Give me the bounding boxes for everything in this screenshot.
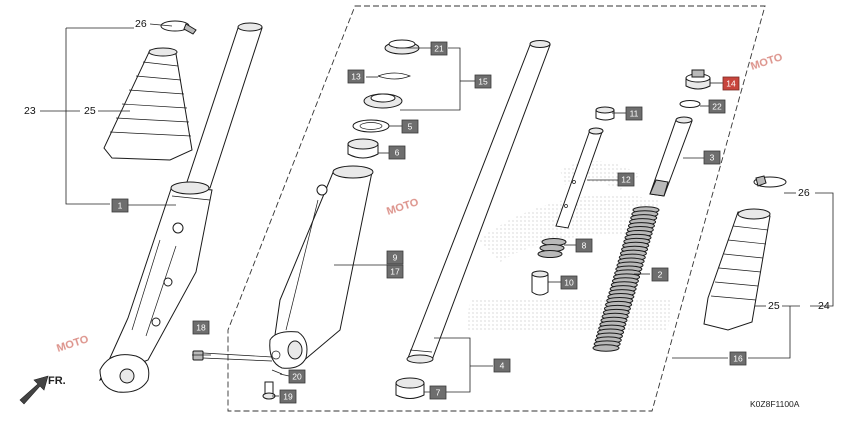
watermark-text-2: MOTO: [385, 196, 420, 218]
callout-18-label: 18: [196, 323, 206, 333]
fork-slider-part-9-17: [269, 165, 374, 369]
tube-bushing-part-7: [395, 377, 425, 399]
callout-19-label: 19: [283, 392, 293, 402]
callout-20-label: 20: [292, 372, 302, 382]
callout-16-label: 16: [733, 354, 743, 364]
callout-4-label: 4: [500, 361, 505, 371]
callout-1-label: 1: [118, 201, 123, 211]
label-26-left: 26: [135, 18, 147, 30]
washer-part-20: [271, 369, 283, 375]
callout-14: 14: [722, 76, 740, 91]
watermark-text-3: MOTO: [55, 333, 90, 355]
label-25-left: 25: [84, 105, 96, 117]
callout-15: 15: [474, 74, 492, 89]
bolt-part-18: [192, 350, 273, 362]
dust-boot-left-part-25: [103, 47, 193, 161]
callout-1: 1: [111, 198, 129, 213]
callout-13-label: 13: [351, 72, 361, 82]
callout-9: 9: [386, 250, 404, 265]
label-23: 23: [24, 105, 36, 117]
clip-left-part-26: [160, 20, 197, 35]
callout-3-label: 3: [710, 153, 715, 163]
callout-8-label: 8: [582, 241, 587, 251]
backup-ring-part-5: [352, 119, 390, 133]
callout-17-label: 17: [390, 267, 400, 277]
rebound-spring-part-8: [537, 238, 567, 258]
drain-bolt-part-19: [262, 381, 276, 400]
slider-bushing-part-6: [347, 138, 379, 159]
callout-7-label: 7: [436, 388, 441, 398]
callout-21-label: 21: [434, 44, 444, 54]
callout-9-label: 9: [393, 253, 398, 263]
spring-coil: [592, 344, 620, 352]
collar-part-11: [595, 106, 615, 121]
callout-19: 19: [279, 389, 297, 404]
callout-16: 16: [729, 351, 747, 366]
o-ring-part-22: [679, 100, 701, 108]
oil-seal-part-15: [363, 93, 403, 109]
watermark-text-1: MOTO: [749, 51, 784, 73]
oil-lock-piece-part-10: [531, 270, 549, 296]
fork-spring-part-2: [592, 206, 660, 352]
direction-label: FR.: [48, 375, 66, 387]
callout-10: 10: [560, 275, 578, 290]
callout-13: 13: [347, 69, 365, 84]
callout-12: 12: [617, 172, 635, 187]
callout-6: 6: [388, 145, 406, 160]
callout-11: 11: [625, 106, 643, 121]
callout-14-label: 14: [726, 79, 736, 89]
direction-arrow-icon: [19, 375, 49, 405]
stop-ring-part-13: [377, 72, 411, 80]
callout-10-label: 10: [564, 278, 574, 288]
callout-20: 20: [288, 369, 306, 384]
callout-2-label: 2: [658, 270, 663, 280]
callout-22-label: 22: [712, 102, 722, 112]
leader-lines: [40, 23, 834, 397]
label-25-right: 25: [768, 300, 780, 312]
callout-5: 5: [401, 119, 419, 134]
dust-seal-part-21: [384, 39, 420, 55]
dust-boot-right-part-25: [703, 208, 771, 331]
callout-3: 3: [703, 150, 721, 165]
fork-cap-bolt-part-14: [685, 69, 711, 90]
spring-collar-part-3: [649, 116, 693, 197]
callout-11-label: 11: [630, 109, 639, 119]
callout-15-label: 15: [478, 77, 488, 87]
callout-18: 18: [192, 320, 210, 335]
callout-5-label: 5: [408, 122, 413, 132]
callout-2: 2: [651, 267, 669, 282]
fork-leg-assembly-part-1: [99, 22, 263, 393]
callout-12-label: 12: [621, 175, 631, 185]
clip-right-part-26: [753, 175, 787, 188]
callout-21: 21: [430, 41, 448, 56]
callout-7: 7: [429, 385, 447, 400]
label-24: 24: [818, 300, 830, 312]
callout-17: 17: [386, 264, 404, 279]
label-26-right: 26: [798, 187, 810, 199]
callout-6-label: 6: [395, 148, 400, 158]
fork-tube-part-4: [406, 40, 551, 364]
diagram-code: K0Z8F1100A: [750, 399, 800, 409]
damper-rod-part-12: [555, 127, 604, 229]
callout-4: 4: [493, 358, 511, 373]
callout-8: 8: [575, 238, 593, 253]
callout-22: 22: [708, 99, 726, 114]
